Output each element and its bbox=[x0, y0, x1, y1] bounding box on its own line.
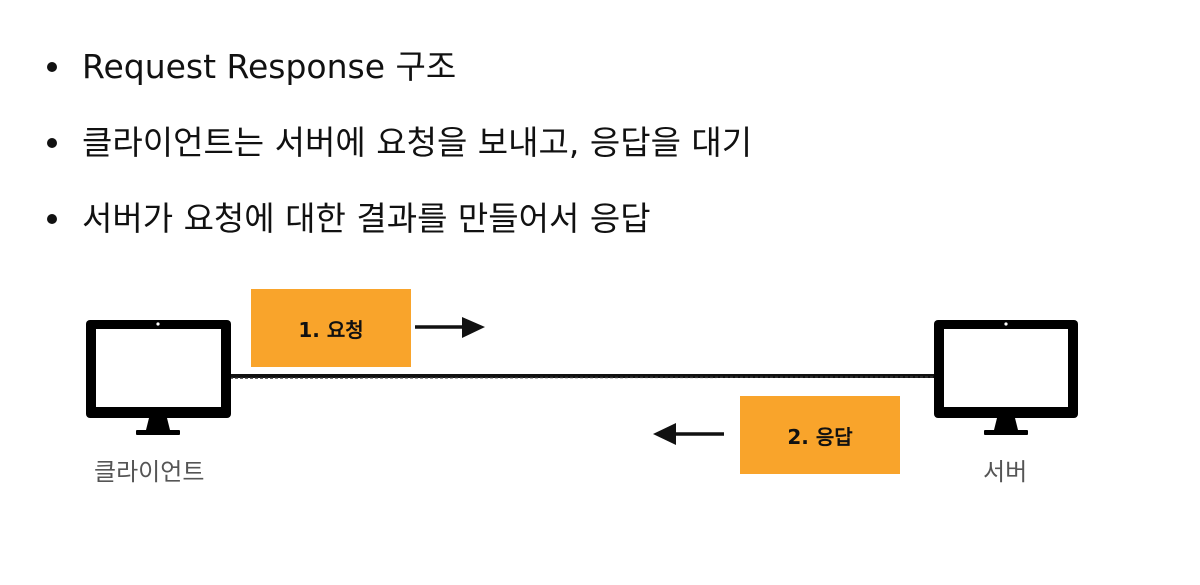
response-label: 2. 응답 bbox=[787, 424, 853, 449]
bullet-text: 클라이언트는 서버에 요청을 보내고, 응답을 대기 bbox=[82, 123, 753, 162]
server-caption: 서버 bbox=[983, 458, 1028, 486]
bullet-dot-icon bbox=[47, 214, 57, 224]
connection-line bbox=[229, 374, 937, 379]
bullet-dot-icon bbox=[47, 62, 57, 72]
bullet-text: 서버가 요청에 대한 결과를 만들어서 응답 bbox=[82, 199, 651, 238]
bullet-text: Request Response 구조 bbox=[82, 47, 457, 86]
bullet-item: Request Response 구조 bbox=[44, 42, 752, 92]
request-label-box: 1. 요청 bbox=[251, 289, 411, 367]
client-caption: 클라이언트 bbox=[94, 458, 205, 486]
request-arrow-icon bbox=[415, 317, 485, 338]
response-label-box: 2. 응답 bbox=[740, 396, 900, 474]
client-monitor-icon bbox=[86, 320, 231, 435]
bullet-item: 서버가 요청에 대한 결과를 만들어서 응답 bbox=[44, 194, 752, 244]
server-monitor-icon bbox=[934, 320, 1078, 435]
bullet-dot-icon bbox=[47, 138, 57, 148]
bullet-item: 클라이언트는 서버에 요청을 보내고, 응답을 대기 bbox=[44, 118, 752, 168]
bullet-list: Request Response 구조 클라이언트는 서버에 요청을 보내고, … bbox=[44, 42, 752, 270]
request-label: 1. 요청 bbox=[298, 317, 364, 342]
response-arrow-icon bbox=[653, 423, 724, 445]
